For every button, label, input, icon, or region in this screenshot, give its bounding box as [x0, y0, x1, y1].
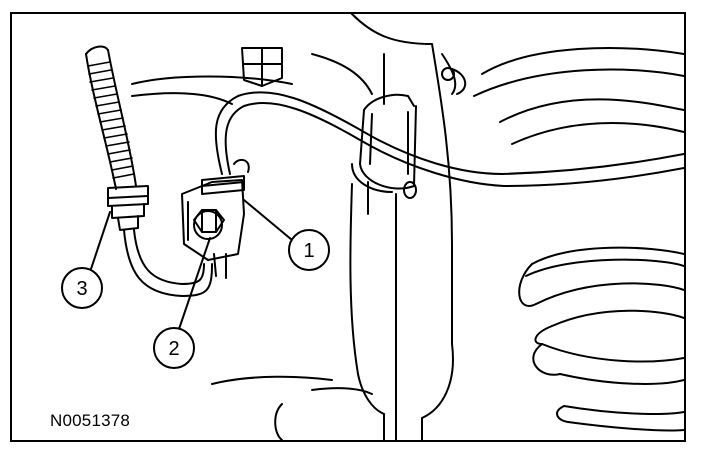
hose-bracket	[181, 158, 250, 279]
leader-line-1	[243, 199, 293, 241]
tube-nut	[193, 209, 225, 233]
brake-hose-illustration: 1 2 3	[61, 14, 684, 440]
brake-tube	[214, 91, 684, 187]
figure-frame: 1 2 3 N0051378	[10, 12, 686, 442]
strut-body	[131, 14, 467, 440]
callout-1: 1	[288, 229, 330, 271]
callout-3: 3	[61, 267, 103, 309]
leader-lines	[89, 199, 293, 333]
leader-line-3	[89, 211, 111, 273]
callout-label-3: 3	[76, 278, 87, 300]
figure-id: N0051378	[50, 411, 131, 430]
tube-retaining-clip	[351, 93, 417, 199]
coil-spring	[473, 47, 684, 432]
hose-retaining-clip	[201, 175, 245, 195]
callout-label-2: 2	[168, 338, 179, 360]
callout-label-1: 1	[303, 240, 314, 262]
callout-2: 2	[153, 327, 195, 369]
brake-hose	[85, 45, 213, 297]
leader-line-2	[177, 237, 211, 333]
